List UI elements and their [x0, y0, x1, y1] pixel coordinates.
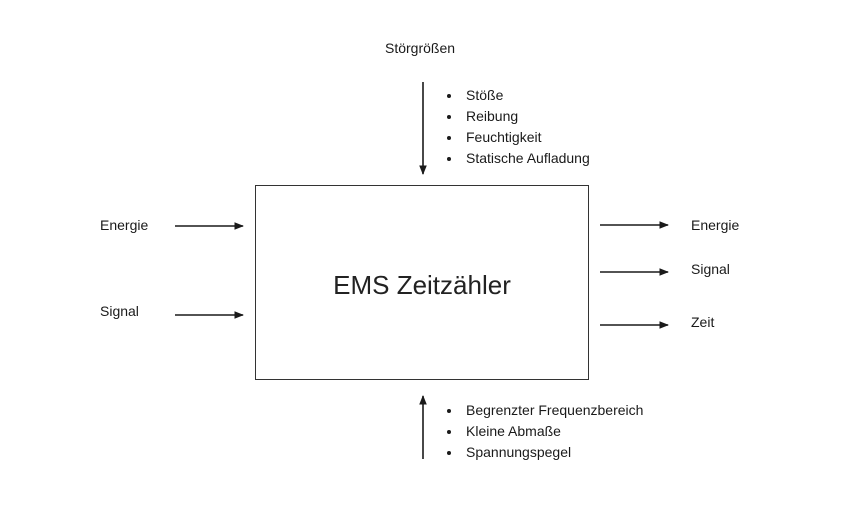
- output-label-energy: Energie: [691, 217, 740, 233]
- list-item: Statische Aufladung: [444, 148, 590, 169]
- list-item: Begrenzter Frequenzbereich: [444, 400, 643, 421]
- list-item: Spannungspegel: [444, 442, 643, 463]
- disturbances-heading: Störgrößen: [385, 40, 456, 56]
- system-box: EMS Zeitzähler: [255, 185, 589, 380]
- list-item: Reibung: [444, 106, 590, 127]
- input-label-energy: Energie: [100, 217, 149, 233]
- output-label-signal: Signal: [691, 261, 730, 277]
- list-item: Stöße: [444, 85, 590, 106]
- system-title: EMS Zeitzähler: [333, 270, 511, 300]
- list-item: Kleine Abmaße: [444, 421, 643, 442]
- list-item: Feuchtigkeit: [444, 127, 590, 148]
- input-label-signal: Signal: [100, 303, 139, 319]
- output-label-time: Zeit: [691, 314, 715, 330]
- disturbances-list: Stöße Reibung Feuchtigkeit Statische Auf…: [444, 85, 590, 169]
- constraints-list: Begrenzter Frequenzbereich Kleine Abmaße…: [444, 400, 643, 463]
